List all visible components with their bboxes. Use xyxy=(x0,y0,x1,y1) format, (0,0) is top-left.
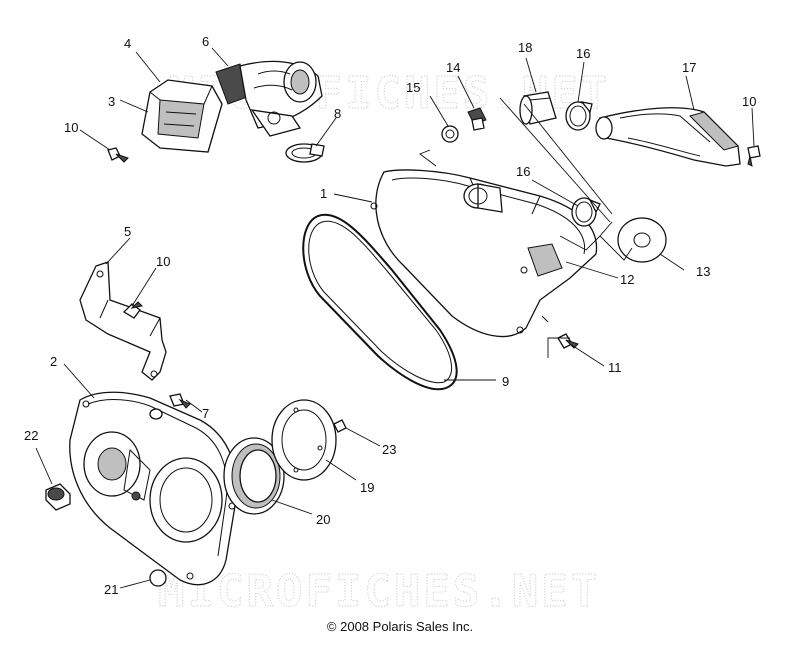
callout-21: 21 xyxy=(104,582,118,597)
callout-1: 1 xyxy=(320,186,327,201)
leader-lines xyxy=(35,47,755,589)
part-screw-23 xyxy=(333,419,347,433)
callout-9: 9 xyxy=(502,374,509,389)
part-plug-21 xyxy=(149,569,167,587)
callout-10-upper-left: 10 xyxy=(64,120,78,135)
callout-23: 23 xyxy=(382,442,396,457)
callout-22: 22 xyxy=(24,428,38,443)
part-screw-upper-right xyxy=(747,145,761,167)
callout-3: 3 xyxy=(108,94,115,109)
part-spacer-22 xyxy=(45,483,71,511)
callout-2: 2 xyxy=(50,354,57,369)
callout-4: 4 xyxy=(124,36,131,51)
part-plate-19 xyxy=(271,399,337,481)
part-screw-11 xyxy=(557,333,579,349)
callout-5: 5 xyxy=(124,224,131,239)
callout-10-bracket: 10 xyxy=(156,254,170,269)
callout-10-upper-right: 10 xyxy=(742,94,756,109)
part-washer-13 xyxy=(617,217,667,263)
callout-11: 11 xyxy=(608,360,622,375)
callout-15: 15 xyxy=(406,80,420,95)
callouts: 1 2 3 4 5 6 7 8 9 10 10 10 11 12 13 14 1… xyxy=(24,34,756,597)
part-plug-14 xyxy=(467,107,487,131)
copyright-notice: © 2008 Polaris Sales Inc. xyxy=(326,619,474,634)
part-clamp-16-upper xyxy=(565,101,593,131)
part-screw-bracket xyxy=(122,301,144,319)
part-inner-clutch-cover xyxy=(69,391,238,586)
callout-13: 13 xyxy=(696,264,710,279)
callout-6: 6 xyxy=(202,34,209,49)
part-drive-belt xyxy=(302,213,458,391)
callout-16-upper: 16 xyxy=(576,46,590,61)
part-coupler-18 xyxy=(519,91,557,125)
part-seal-20 xyxy=(223,437,285,515)
part-duct-17 xyxy=(595,107,741,167)
part-oring-15 xyxy=(441,125,459,143)
part-screw-upper-left xyxy=(107,147,129,163)
callout-19: 19 xyxy=(360,480,374,495)
callout-17: 17 xyxy=(682,60,696,75)
callout-18: 18 xyxy=(518,40,532,55)
part-outer-clutch-cover xyxy=(370,169,598,338)
part-screw-washer-7 xyxy=(149,393,191,420)
callout-14: 14 xyxy=(446,60,460,75)
part-hose-clamp xyxy=(285,143,325,163)
part-intake-boot xyxy=(141,79,223,153)
callout-8: 8 xyxy=(334,106,341,121)
part-clamp-16-lower xyxy=(571,197,601,227)
watermark-bottom: MICROFICHES.NET xyxy=(158,566,600,617)
callout-12: 12 xyxy=(620,272,634,287)
callout-20: 20 xyxy=(316,512,330,527)
callout-7: 7 xyxy=(202,406,209,421)
part-intake-elbow xyxy=(215,60,323,137)
callout-16-lower: 16 xyxy=(516,164,530,179)
part-bracket xyxy=(79,261,167,381)
